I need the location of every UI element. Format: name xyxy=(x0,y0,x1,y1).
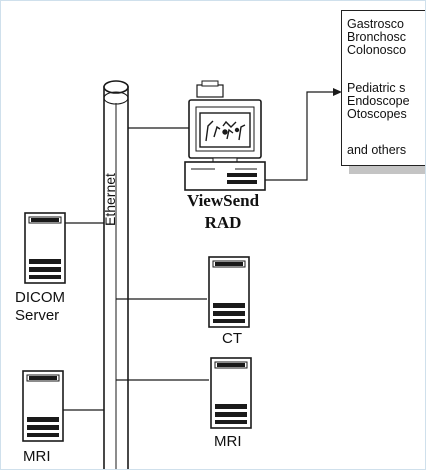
mri-right-tower xyxy=(210,357,252,429)
dicom-label-line2: Server xyxy=(15,307,60,324)
device-group-2: Pediatric s Endoscope Otoscopes xyxy=(347,82,410,121)
ct-label: CT xyxy=(222,330,242,347)
mri-left-tower xyxy=(22,370,64,442)
device-group-1: Gastrosco Bronchosc Colonosco xyxy=(347,18,406,57)
mri-right-label: MRI xyxy=(214,433,242,450)
connection-lines xyxy=(63,127,209,411)
device-group-3: and others xyxy=(347,144,406,157)
device-list-box: Gastrosco Bronchosc Colonosco Pediatric … xyxy=(341,10,425,166)
screen-image-icon xyxy=(205,120,246,142)
dicom-label-line1: DICOM xyxy=(15,289,65,306)
ct-tower xyxy=(208,256,250,328)
dicom-server-tower xyxy=(24,212,66,284)
device-item: Bronchosc xyxy=(347,30,407,44)
ethernet-label: Ethernet xyxy=(102,173,118,226)
viewsend-label-line2: RAD xyxy=(204,213,242,232)
dicom-server-label: DICOM Server xyxy=(15,289,65,325)
device-item: Colonosco xyxy=(347,43,407,57)
device-item: Pediatric s xyxy=(347,81,406,95)
viewsend-label: ViewSend RAD xyxy=(173,190,273,234)
device-item: and others xyxy=(347,143,407,157)
viewsend-workstation xyxy=(184,80,266,191)
device-item: Otoscopes xyxy=(347,107,407,121)
arrow-to-device-list xyxy=(265,88,342,181)
device-item: Endoscope xyxy=(347,94,410,108)
ethernet-backbone xyxy=(103,80,129,469)
device-item: Gastrosco xyxy=(347,17,404,31)
viewsend-label-line1: ViewSend xyxy=(186,191,260,210)
mri-left-label: MRI xyxy=(23,448,51,465)
